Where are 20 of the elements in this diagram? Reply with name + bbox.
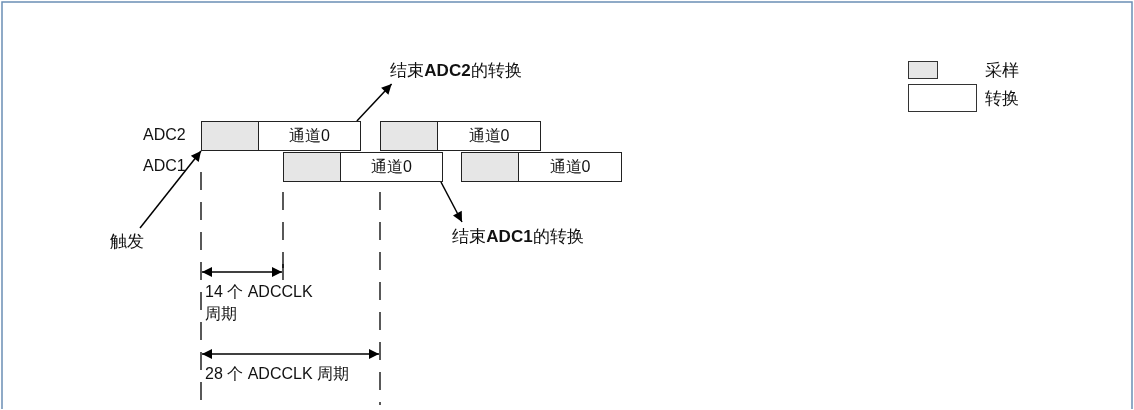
leader-arrow	[356, 83, 393, 122]
leader-arrow	[440, 181, 463, 223]
sampling-box	[461, 152, 519, 182]
conversion-box: 通道0	[437, 121, 541, 151]
dimension-label: 14 个 ADCCLK 周期	[205, 282, 314, 324]
sampling-box	[380, 121, 438, 151]
conversion-box: 通道0	[518, 152, 622, 182]
conversion-box: 通道0	[258, 121, 361, 151]
leader-arrow	[139, 150, 202, 229]
dimension-label: 28 个 ADCCLK 周期	[205, 364, 350, 384]
sampling-box	[283, 152, 341, 182]
channel-label: ADC2	[143, 125, 186, 145]
annotation-text: 结束ADC1的转换	[448, 222, 588, 250]
sampling-box	[201, 121, 259, 151]
annotation-text: 触发	[106, 228, 148, 254]
channel-label: ADC1	[143, 156, 186, 176]
annotation-text: 结束ADC2的转换	[386, 56, 526, 84]
conversion-box: 通道0	[340, 152, 443, 182]
legend-label: 采样	[985, 60, 1019, 82]
legend-label: 转换	[985, 88, 1019, 110]
